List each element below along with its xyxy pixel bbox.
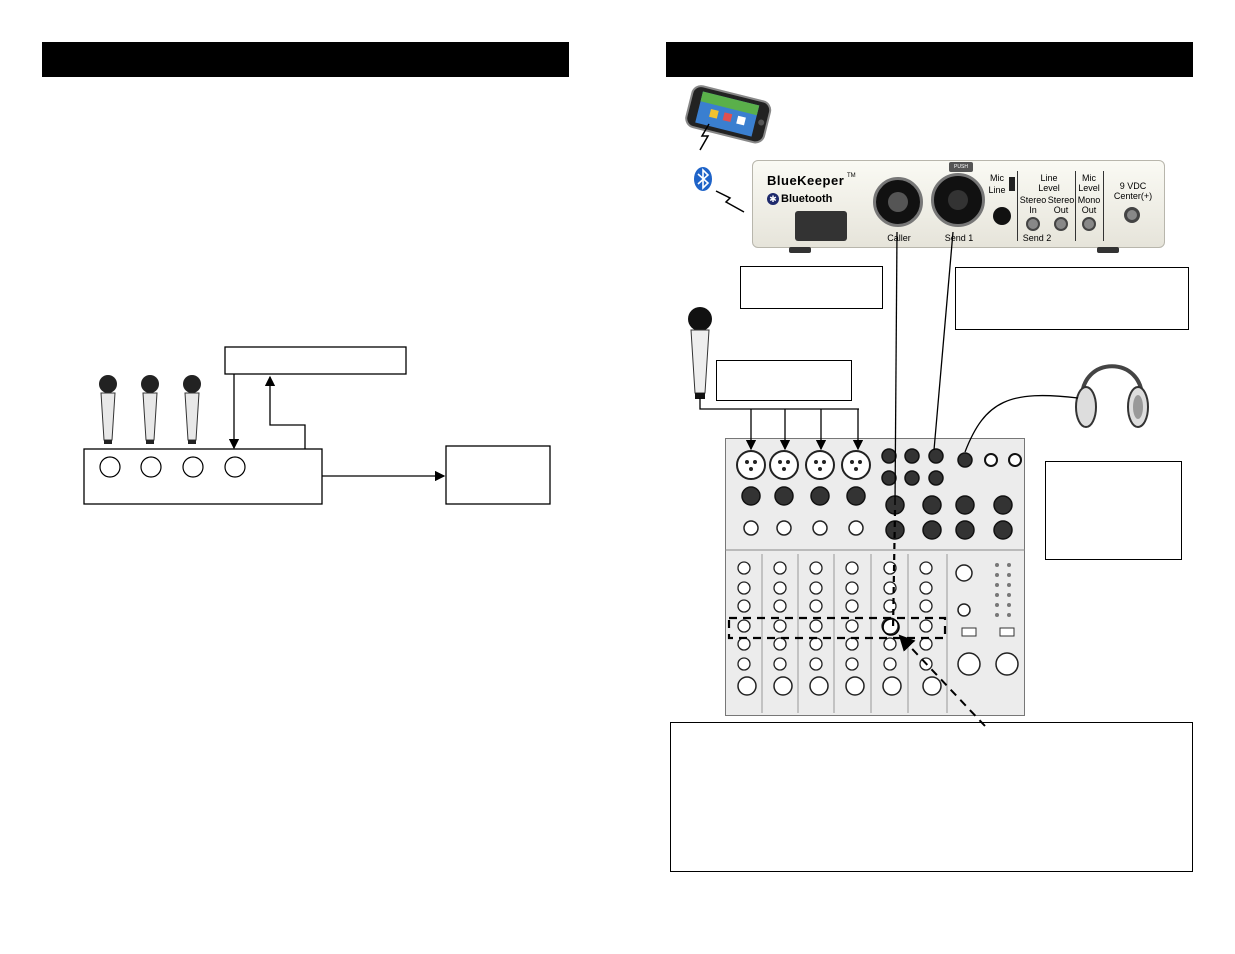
microphone-icon — [99, 375, 117, 444]
headphone-callout-box — [1045, 461, 1182, 560]
power-jack — [1124, 207, 1140, 223]
bottom-callout-box — [670, 722, 1193, 872]
left-output-box — [445, 445, 551, 505]
bluetooth-logo-icon: ✱ — [767, 193, 779, 205]
mic-level-label: Mic Level — [1078, 173, 1100, 193]
right-header-bar — [666, 42, 1193, 77]
wireless-signal-icon — [715, 190, 745, 213]
left-input-jack-2 — [140, 456, 162, 478]
device-brand: BlueKeeper — [767, 173, 845, 188]
microphone-icon — [183, 375, 201, 444]
mono-out-jack — [1082, 217, 1096, 231]
switch-mic-label: Mic — [990, 173, 1004, 183]
device-trademark: TM — [847, 173, 856, 179]
mixer-controls — [725, 448, 1025, 713]
line-level-label: Line Level — [1038, 173, 1060, 193]
bluekeeper-device: BlueKeeper TM ✱ Bluetooth Caller PUSH Se… — [752, 160, 1165, 253]
left-top-box — [224, 346, 407, 375]
send2-label: Send 2 — [1022, 233, 1052, 243]
mono-out-label: Mono Out — [1077, 195, 1101, 215]
left-mixer-box — [83, 448, 323, 505]
caller-label: Caller — [887, 233, 911, 243]
microphone-icon — [141, 375, 159, 444]
microphone-icon — [688, 307, 712, 399]
stereo-out-jack — [1054, 217, 1068, 231]
wireless-signal-icon — [699, 123, 710, 151]
stereo-in-label: Stereo In — [1019, 195, 1047, 215]
headphones-icon — [1075, 364, 1149, 428]
switch-line-label: Line — [988, 185, 1006, 195]
device-foot — [1097, 247, 1119, 253]
mic-callout-box — [716, 360, 852, 401]
device-bluetooth-label: Bluetooth — [781, 193, 833, 205]
left-header-bar — [42, 42, 569, 77]
mic-line-switch[interactable] — [1009, 177, 1015, 191]
send1-label: Send 1 — [944, 233, 974, 243]
caller-xlr-connector — [873, 177, 923, 227]
stereo-in-jack — [1026, 217, 1040, 231]
gain-knob[interactable] — [993, 207, 1011, 225]
left-input-jack-1 — [99, 456, 121, 478]
bluetooth-icon — [694, 167, 712, 191]
device-foot — [789, 247, 811, 253]
power-label: 9 VDC Center(+) — [1113, 181, 1153, 201]
send1-callout-box — [955, 267, 1189, 330]
stereo-out-label: Stereo Out — [1047, 195, 1075, 215]
send1-xlr-connector — [931, 173, 985, 227]
device-display — [795, 211, 847, 241]
left-input-jack-4 — [224, 456, 246, 478]
mic-level-divider — [1075, 171, 1076, 241]
line-level-divider — [1017, 171, 1018, 241]
left-diagram — [83, 346, 551, 505]
push-tab: PUSH — [949, 162, 973, 172]
left-input-jack-3 — [182, 456, 204, 478]
power-divider — [1103, 171, 1104, 241]
caller-callout-box — [740, 266, 883, 309]
